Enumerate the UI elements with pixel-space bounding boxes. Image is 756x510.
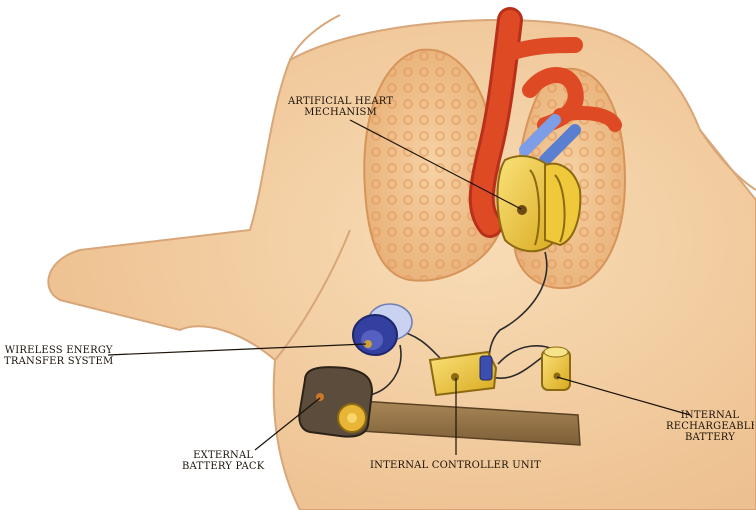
label-wireless-energy-line-2: TRANSFER SYSTEM: [4, 356, 113, 367]
label-internal-controller: INTERNAL CONTROLLER UNIT: [370, 460, 541, 471]
external-battery-pack-device: [299, 367, 372, 436]
label-wireless-energy-line-1: WIRELESS ENERGY: [4, 345, 113, 356]
label-artificial-heart-line-1: ARTIFICIAL HEART: [288, 96, 393, 107]
label-artificial-heart: ARTIFICIAL HEART MECHANISM: [288, 96, 393, 118]
label-external-battery-line-1: EXTERNAL: [182, 450, 264, 461]
label-internal-battery-line-1: INTERNAL: [666, 410, 754, 421]
label-internal-controller-line-1: INTERNAL CONTROLLER UNIT: [370, 460, 541, 471]
heart-pointer-dot: [517, 205, 527, 215]
internal-controller-device: [430, 352, 496, 395]
label-wireless-energy: WIRELESS ENERGY TRANSFER SYSTEM: [4, 345, 113, 367]
internal-battery-device: [542, 347, 570, 390]
label-internal-battery: INTERNAL RECHARGEABLE BATTERY: [666, 410, 754, 443]
label-external-battery: EXTERNAL BATTERY PACK: [182, 450, 264, 472]
label-internal-battery-line-2: RECHARGEABLE: [666, 421, 754, 432]
label-artificial-heart-line-2: MECHANISM: [288, 107, 393, 118]
label-internal-battery-line-3: BATTERY: [666, 432, 754, 443]
label-external-battery-line-2: BATTERY PACK: [182, 461, 264, 472]
